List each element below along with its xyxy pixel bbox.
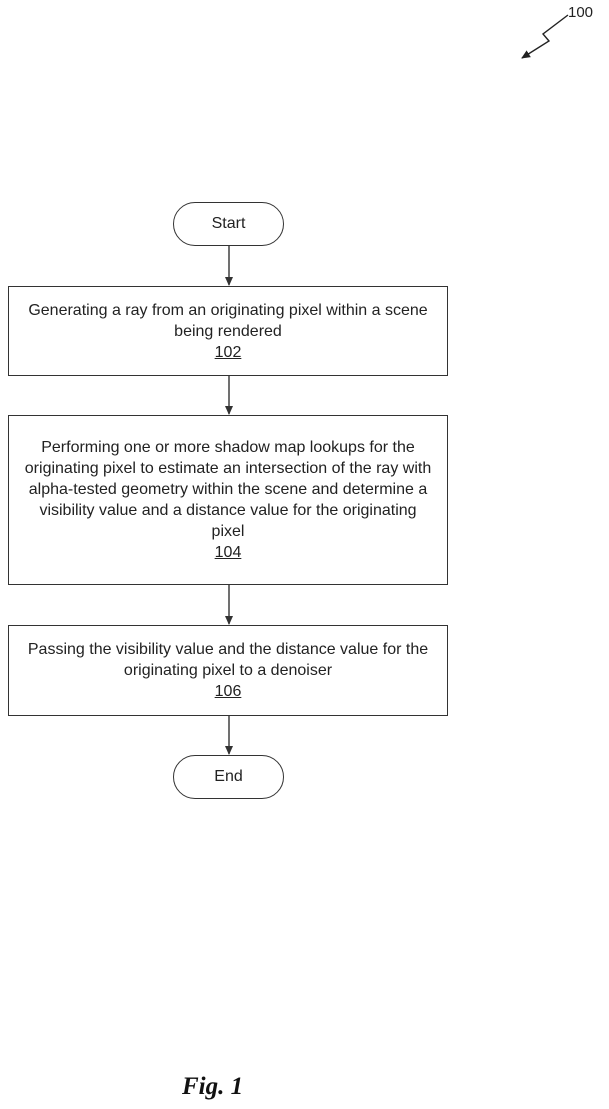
reference-leader-arrow — [521, 14, 569, 59]
figure-reference-numeral: 100 — [568, 4, 594, 21]
step-102-box: Generating a ray from an originating pix… — [8, 286, 448, 376]
step-102-number: 102 — [214, 343, 242, 361]
figure-caption: Fig. 1 — [182, 1073, 244, 1100]
step-106-number: 106 — [214, 683, 242, 700]
end-label: End — [214, 768, 243, 785]
step-106-box: Passing the visibility value and the dis… — [8, 625, 448, 716]
step-102-text: Generating a ray from an originating pix… — [28, 301, 428, 340]
step-104-box: Performing one or more shadow map lookup… — [8, 415, 448, 585]
start-label: Start — [211, 215, 246, 232]
end-terminal: End — [173, 755, 284, 799]
step-106-text: Passing the visibility value and the dis… — [27, 641, 429, 679]
start-terminal: Start — [173, 202, 284, 246]
step-104-text: Performing one or more shadow map lookup… — [24, 439, 432, 540]
step-104-number: 104 — [214, 544, 242, 561]
